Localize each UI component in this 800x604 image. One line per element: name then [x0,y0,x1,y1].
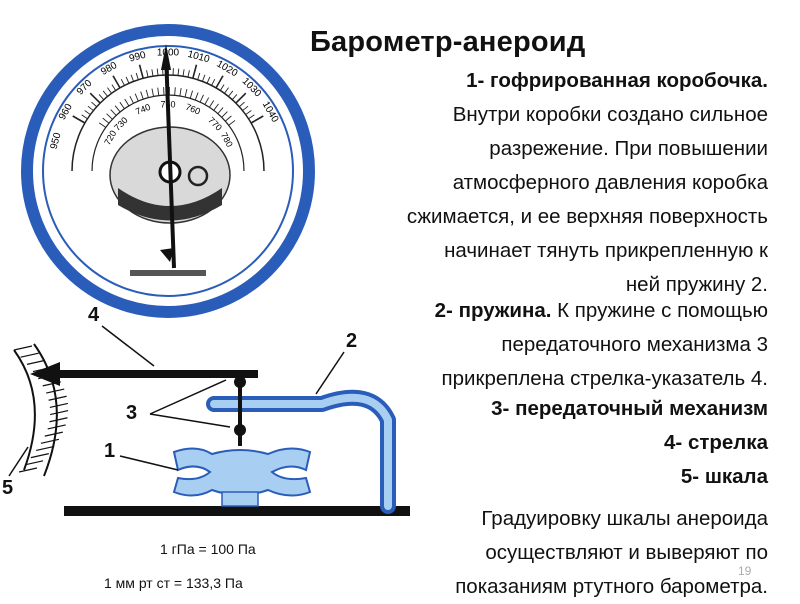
graduation-line: показаниям ртутного барометра. [455,570,768,604]
description-line: начинает тянуть прикрепленную к [407,234,768,268]
corrugated-box-1 [174,448,310,495]
label-1: 1 [104,440,115,463]
pointer-arrow-4 [30,326,258,386]
graduation-line: Градуировку шкалы анероида [455,502,768,536]
description-box-heading: 1- гофрированная коробочка. [407,64,768,98]
dial-brand-mark [130,270,206,276]
graduation-note: Градуировку шкалы анероида осуществляют … [455,502,768,604]
scale-tick [41,439,59,443]
scale-tick [49,396,67,400]
scale-tick [31,454,49,458]
unit-mmhg: 1 мм рт ст = 133,3 Па [104,575,243,591]
mechanism-joint-bottom [234,424,246,436]
description-line: разрежение. При повышении [407,132,768,166]
base-plate [64,506,410,516]
label-3: 3 [126,402,137,425]
item-scale: 5- шкала [681,460,768,494]
description-spring: 2- пружина. К пружине с помощью передато… [435,294,768,396]
graduation-line: осуществляют и выверяют по [455,536,768,570]
scale-tick [27,360,45,364]
item-transmission: 3- передаточный механизм [491,392,768,426]
description-spring-line1: 2- пружина. К пружине с помощью [435,294,768,328]
label-3-leader-b [150,414,230,427]
description-box: 1- гофрированная коробочка. Внутри короб… [407,64,768,302]
description-spring-rest: К пружине с помощью [551,299,768,322]
label-2-leader [316,352,344,394]
item-pointer: 4- стрелка [664,426,768,460]
description-line: прикреплена стрелка-указатель 4. [435,362,768,396]
label-4: 4 [88,304,99,327]
scale-tick [14,346,32,350]
page-title: Барометр-анероид [310,26,585,59]
label-2: 2 [346,330,357,353]
description-line: атмосферного давления коробка [407,166,768,200]
description-line: Внутри коробки создано сильное [407,98,768,132]
scale-tick [21,353,39,357]
box-stand [222,492,258,506]
description-line: передаточного механизма 3 [435,328,768,362]
label-4-leader [102,326,154,366]
label-1-leader [120,456,178,470]
scale-pointer-line [9,447,28,476]
scale-tick [19,468,37,472]
mechanism-joint-top [234,376,246,388]
description-line: сжимается, и ее верхняя поверхность [407,200,768,234]
unit-hpa: 1 гПа = 100 Па [160,541,256,557]
scale-tick [45,432,63,436]
scale-tick [50,403,68,407]
page-number: 19 [738,564,751,578]
pointer-head [30,362,60,386]
label-5: 5 [2,477,13,500]
description-spring-heading: 2- пружина. [435,299,552,322]
scale-tick [50,411,68,415]
scale-tick [50,418,68,422]
